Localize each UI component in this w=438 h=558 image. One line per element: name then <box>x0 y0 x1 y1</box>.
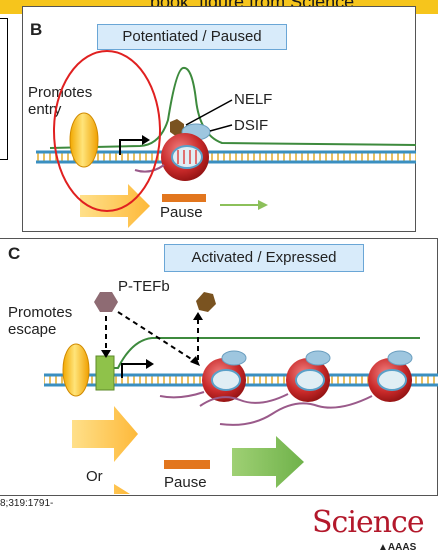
panel-c-polymerase-icon <box>286 350 331 402</box>
panel-c-pause-label: Pause <box>164 474 207 491</box>
panel-c-flow-arrow-icon <box>72 406 138 462</box>
panel-b-polymerase-icon <box>161 133 209 181</box>
panel-b-pause-label: Pause <box>160 204 203 221</box>
dsif-label: DSIF <box>234 117 269 134</box>
panel-c-rna <box>159 391 373 426</box>
panel-b-state-label: Potentiated / Paused <box>97 24 287 50</box>
panel-b-letter: B <box>30 20 43 39</box>
panel-c-promotes-label: Promotes escape <box>8 304 73 338</box>
left-frame-top <box>0 18 8 160</box>
panel-c-pause-bar <box>164 460 210 469</box>
nelf-label: NELF <box>234 91 273 108</box>
panel-c-letter: C <box>8 244 21 263</box>
highlight-circle <box>53 50 161 212</box>
aaas-mark-icon: ▲ <box>378 542 388 553</box>
panel-c-mediator-box <box>95 355 115 391</box>
or-label: Or <box>86 468 103 485</box>
panel-b-pause-bar <box>162 194 206 202</box>
panel-c-signal-line <box>112 337 420 369</box>
panel-b-activator-icon <box>69 112 99 168</box>
ptefb-icon <box>94 292 118 312</box>
panel-c-flow-arrow-icon <box>72 484 130 494</box>
panel-c-polymerase-icon <box>368 350 413 402</box>
panel-c-activator-icon <box>62 343 90 397</box>
citation: 8;319:1791- <box>0 498 54 509</box>
panel-c-state-label: Activated / Expressed <box>164 244 364 272</box>
panel-b-signal-line <box>49 66 417 149</box>
science-logo: Science <box>312 505 425 540</box>
ptefb-dashed-arrows <box>105 311 199 363</box>
panel-c-tss-arrow-icon <box>121 363 146 378</box>
panel-c-polymerase-icon <box>202 350 247 402</box>
aaas-label: AAAS <box>387 542 417 553</box>
nelf-icon <box>170 119 184 137</box>
panel-b-flow-arrow-icon <box>80 184 150 228</box>
panel-b-dna <box>36 150 416 164</box>
nelf-released-icon <box>196 292 216 312</box>
panel-b-tss-arrow-icon <box>119 139 142 155</box>
nelf-pointer <box>185 99 233 126</box>
aaas-logo: ▲AAAS <box>378 542 416 553</box>
dsif-pointer <box>209 124 233 132</box>
panel-b-rna <box>134 164 165 173</box>
panel-c-green-arrow-icon <box>232 436 304 488</box>
ptefb-label: P-TEFb <box>118 278 170 295</box>
